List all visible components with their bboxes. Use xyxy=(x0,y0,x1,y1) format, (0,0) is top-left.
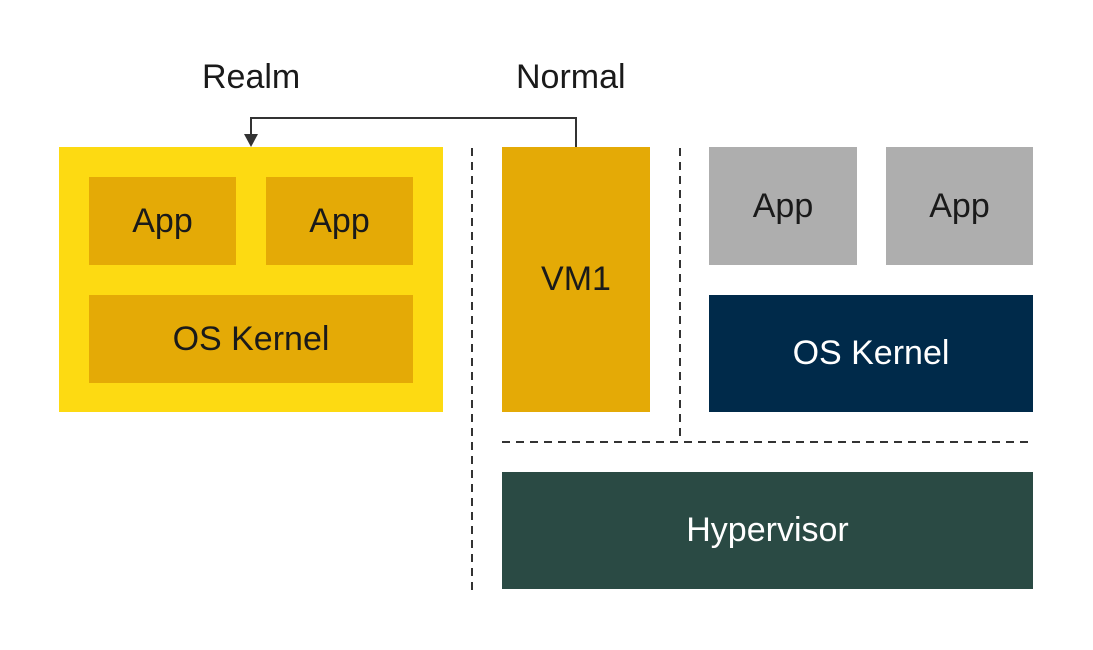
normal-label: Normal xyxy=(516,58,626,96)
hypervisor-box: Hypervisor xyxy=(502,472,1033,589)
normal-app-left: App xyxy=(709,147,857,265)
vm1-box: VM1 xyxy=(502,147,650,412)
normal-os-kernel: OS Kernel xyxy=(709,295,1033,412)
normal-app-right: App xyxy=(886,147,1033,265)
arrow-head-icon xyxy=(244,134,258,147)
realm-app-right: App xyxy=(266,177,413,265)
realm-os-kernel: OS Kernel xyxy=(89,295,413,383)
realm-app-left: App xyxy=(89,177,236,265)
vm1-to-realm-connector xyxy=(250,117,577,148)
realm-label: Realm xyxy=(202,58,301,96)
